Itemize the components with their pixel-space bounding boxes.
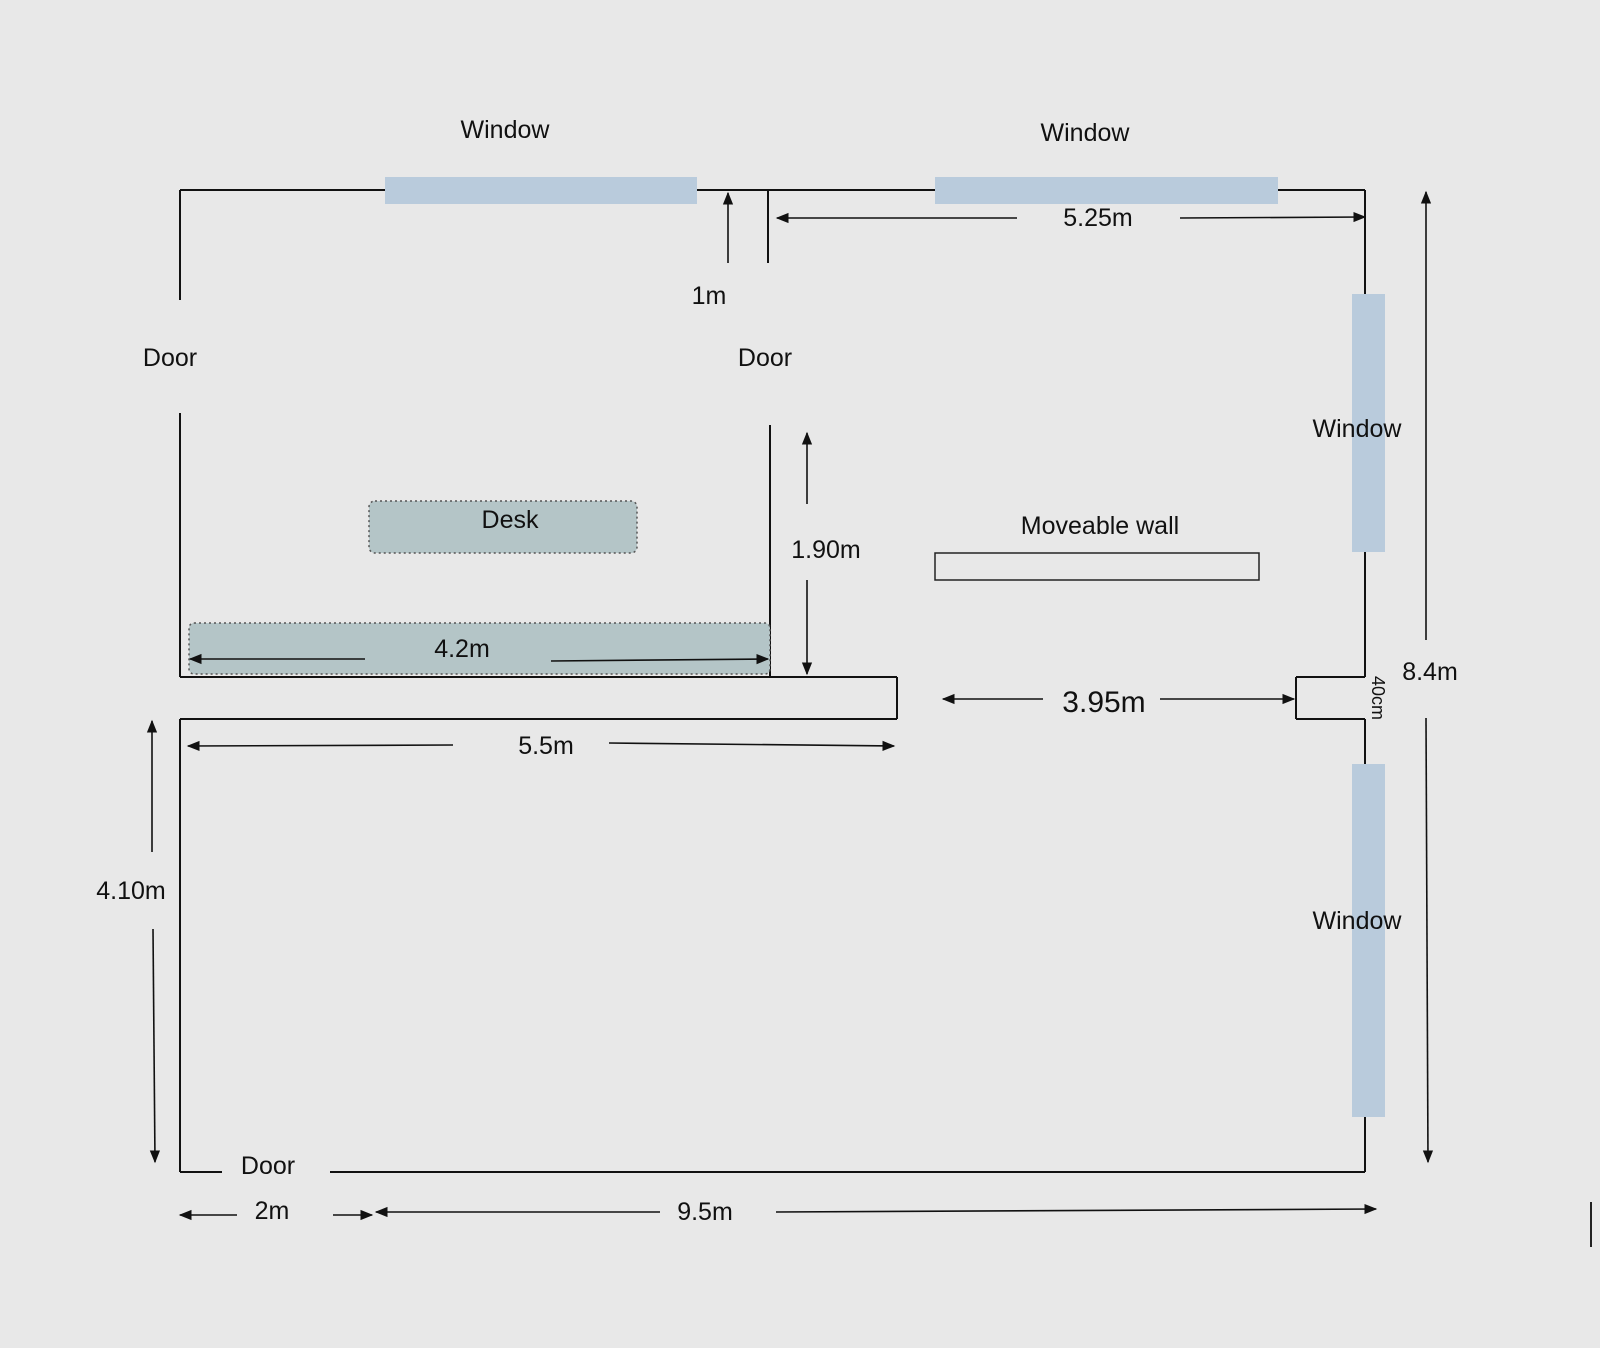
moveable-wall-label: Moveable wall (1021, 512, 1179, 540)
dim-9-5-label: 9.5m (677, 1198, 733, 1226)
dim-1m-label: 1m (692, 282, 727, 310)
dim-2m-label: 2m (255, 1197, 290, 1225)
walls (179, 189, 1366, 1173)
desk-label: Desk (482, 506, 539, 534)
window-right-lower-label: Window (1313, 907, 1403, 935)
dim-4-10-down-arrow (149, 928, 161, 1164)
window-top-right-label: Window (1041, 119, 1131, 147)
dim-4-2-right-arrow (550, 653, 770, 665)
dim-5-25-label: 5.25m (1063, 204, 1132, 232)
door-middle-label: Door (738, 344, 792, 372)
dim-9-5-right-arrow (775, 1203, 1378, 1215)
dim-5-5-right-arrow (608, 740, 896, 751)
bench (188, 622, 771, 675)
dim-8-4-label: 8.4m (1402, 658, 1458, 686)
window-right-lower (1352, 764, 1385, 1117)
dim-40cm-label: 40cm (1368, 676, 1388, 720)
dim-5-5-label: 5.5m (518, 732, 574, 760)
moveable-wall (934, 552, 1260, 581)
dim-3-95-label: 3.95m (1062, 686, 1145, 719)
window-top-left-label: Window (461, 116, 551, 144)
dim-1-90-label: 1.90m (791, 536, 860, 564)
dim-8-4-down-arrow (1422, 717, 1434, 1164)
dim-5-5-left-arrow (186, 740, 454, 752)
dim-4-2-label: 4.2m (434, 635, 490, 663)
dim-5-25-right-arrow (1179, 211, 1367, 223)
door-left-label: Door (143, 344, 197, 372)
dimension-lines (146, 190, 1434, 1221)
window-top-left (385, 177, 697, 204)
door-bottom-label: Door (241, 1152, 295, 1180)
desk (368, 500, 638, 554)
window-right-upper-label: Window (1313, 415, 1403, 443)
window-right-upper (1352, 294, 1385, 552)
dim-4-10-label: 4.10m (96, 877, 165, 905)
window-top-right (935, 177, 1278, 204)
